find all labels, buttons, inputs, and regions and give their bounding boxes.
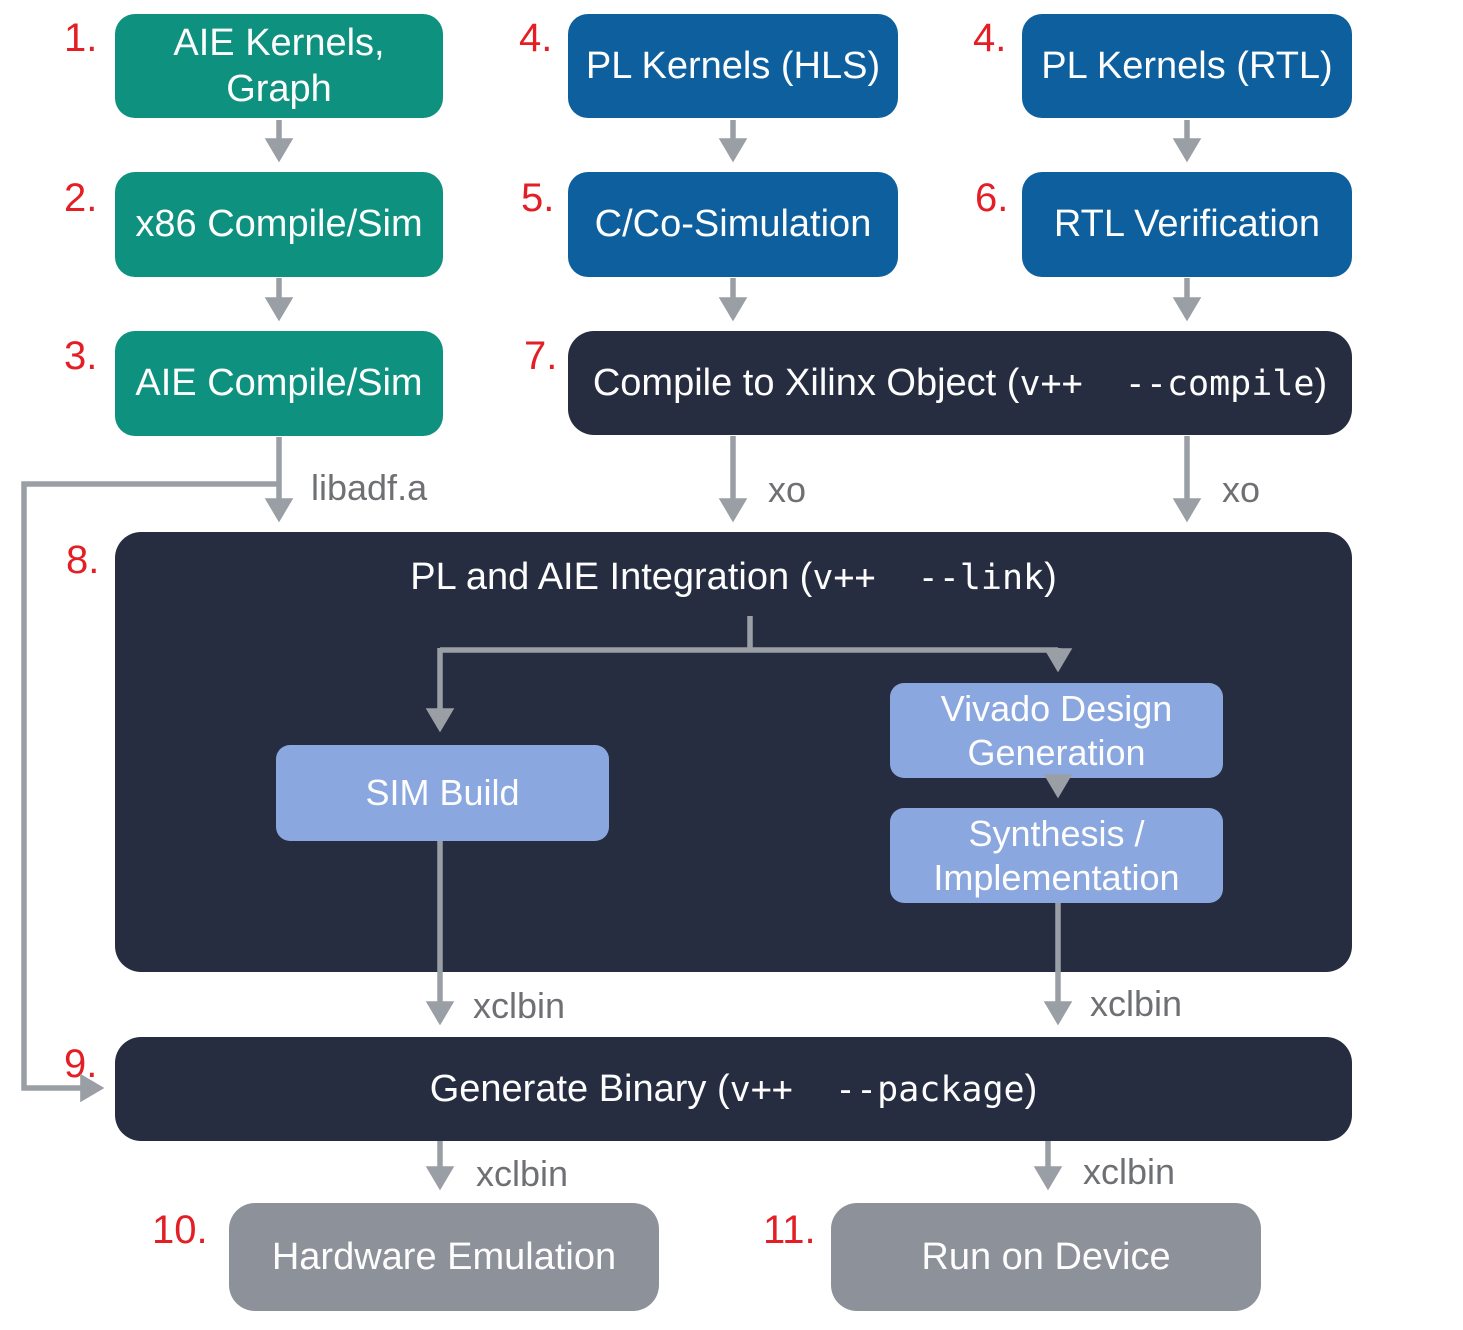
step-number-7: 7. — [524, 334, 558, 378]
node-label: SIM Build — [365, 772, 520, 814]
node-x86-compile-sim: x86 Compile/Sim — [115, 172, 443, 277]
step-number-10: 10. — [152, 1208, 208, 1252]
step-number-5: 5. — [521, 176, 555, 220]
node-label: C/Co-Simulation — [594, 203, 872, 246]
edge-label-xclbin-pkg-right: xclbin — [1083, 1151, 1176, 1192]
node-label: Compile to Xilinx Object (v++ --compile) — [592, 361, 1328, 404]
step-number-6: 6. — [975, 176, 1009, 220]
node-hardware-emulation: Hardware Emulation — [229, 1203, 659, 1311]
node-label: Vivado Design Generation — [940, 687, 1173, 773]
node-label: Synthesis / Implementation — [933, 812, 1180, 898]
node-pl-kernels-rtl: PL Kernels (RTL) — [1022, 14, 1352, 118]
node-compile-to-xilinx-object: Compile to Xilinx Object (v++ --compile) — [568, 331, 1352, 435]
code-text: v++ --link — [812, 558, 1045, 598]
step-number-8: 8. — [66, 538, 100, 582]
edge-label-xclbin-link-left: xclbin — [473, 985, 566, 1026]
edge-label-libadf: libadf.a — [311, 467, 428, 508]
node-aie-kernels-graph: AIE Kernels, Graph — [115, 14, 443, 118]
node-sim-build: SIM Build — [276, 745, 609, 841]
node-generate-binary: Generate Binary (v++ --package) — [115, 1037, 1352, 1141]
node-label: AIE Kernels, Graph — [173, 21, 385, 110]
step-number-1: 1. — [64, 16, 98, 60]
node-label: RTL Verification — [1053, 203, 1321, 246]
code-text: v++ --compile — [1019, 363, 1315, 404]
step-number-4b: 4. — [973, 16, 1007, 60]
edge-label-xclbin-pkg-left: xclbin — [476, 1153, 569, 1194]
node-pl-kernels-hls: PL Kernels (HLS) — [568, 14, 898, 118]
edge-label-xo-right: xo — [1222, 469, 1261, 510]
step-number-4a: 4. — [519, 16, 553, 60]
edge-label-xclbin-link-right: xclbin — [1090, 983, 1183, 1024]
node-vivado-design-generation: Vivado Design Generation — [890, 683, 1223, 778]
node-label: PL Kernels (HLS) — [585, 44, 881, 87]
node-label: PL Kernels (RTL) — [1041, 44, 1333, 87]
node-c-co-simulation: C/Co-Simulation — [568, 172, 898, 277]
node-rtl-verification: RTL Verification — [1022, 172, 1352, 277]
step-number-11: 11. — [763, 1208, 816, 1252]
step-number-9: 9. — [64, 1042, 98, 1086]
code-text: v++ --package — [729, 1069, 1025, 1110]
node-synthesis-implementation: Synthesis / Implementation — [890, 808, 1223, 903]
node-label: AIE Compile/Sim — [135, 362, 423, 405]
step-number-2: 2. — [64, 176, 98, 220]
node-label: Generate Binary (v++ --package) — [429, 1067, 1038, 1110]
node-label: PL and AIE Integration (v++ --link) — [410, 556, 1057, 598]
node-label: x86 Compile/Sim — [135, 203, 423, 246]
step-number-3: 3. — [64, 334, 98, 378]
node-aie-compile-sim: AIE Compile/Sim — [115, 331, 443, 436]
node-run-on-device: Run on Device — [831, 1203, 1261, 1311]
edge-label-xo-left: xo — [768, 469, 807, 510]
node-label: Hardware Emulation — [271, 1235, 617, 1278]
node-label: Run on Device — [921, 1235, 1171, 1278]
